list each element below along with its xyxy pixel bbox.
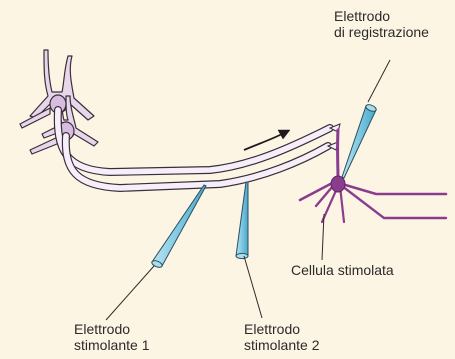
postsynaptic-neuron <box>300 130 446 222</box>
stimulating-electrode-2 <box>236 182 248 256</box>
recording-electrode-label-line2: di registrazione <box>334 24 429 40</box>
stimulated-cell-text: Cellula stimolata <box>291 262 394 278</box>
axons <box>58 110 340 188</box>
stimulated-cell-label: Cellula stimolata <box>291 262 394 278</box>
recording-electrode <box>342 106 376 178</box>
stimulating-electrode-2-label: Elettrodo stimolante 2 <box>244 321 319 353</box>
stimulating-electrode-1-label: Elettrodo stimolante 1 <box>74 321 149 353</box>
recording-electrode-label: Elettrodo di registrazione <box>334 8 429 40</box>
stimulating-electrode-2-line1: Elettrodo <box>244 321 319 337</box>
stimulating-electrode-1 <box>152 185 206 266</box>
stimulating-electrode-1-line2: stimolante 1 <box>74 337 149 353</box>
stimulating-electrode-2-line2: stimolante 2 <box>244 337 319 353</box>
recording-electrode-label-line1: Elettrodo <box>334 8 429 24</box>
stimulating-electrode-1-line1: Elettrodo <box>74 321 149 337</box>
